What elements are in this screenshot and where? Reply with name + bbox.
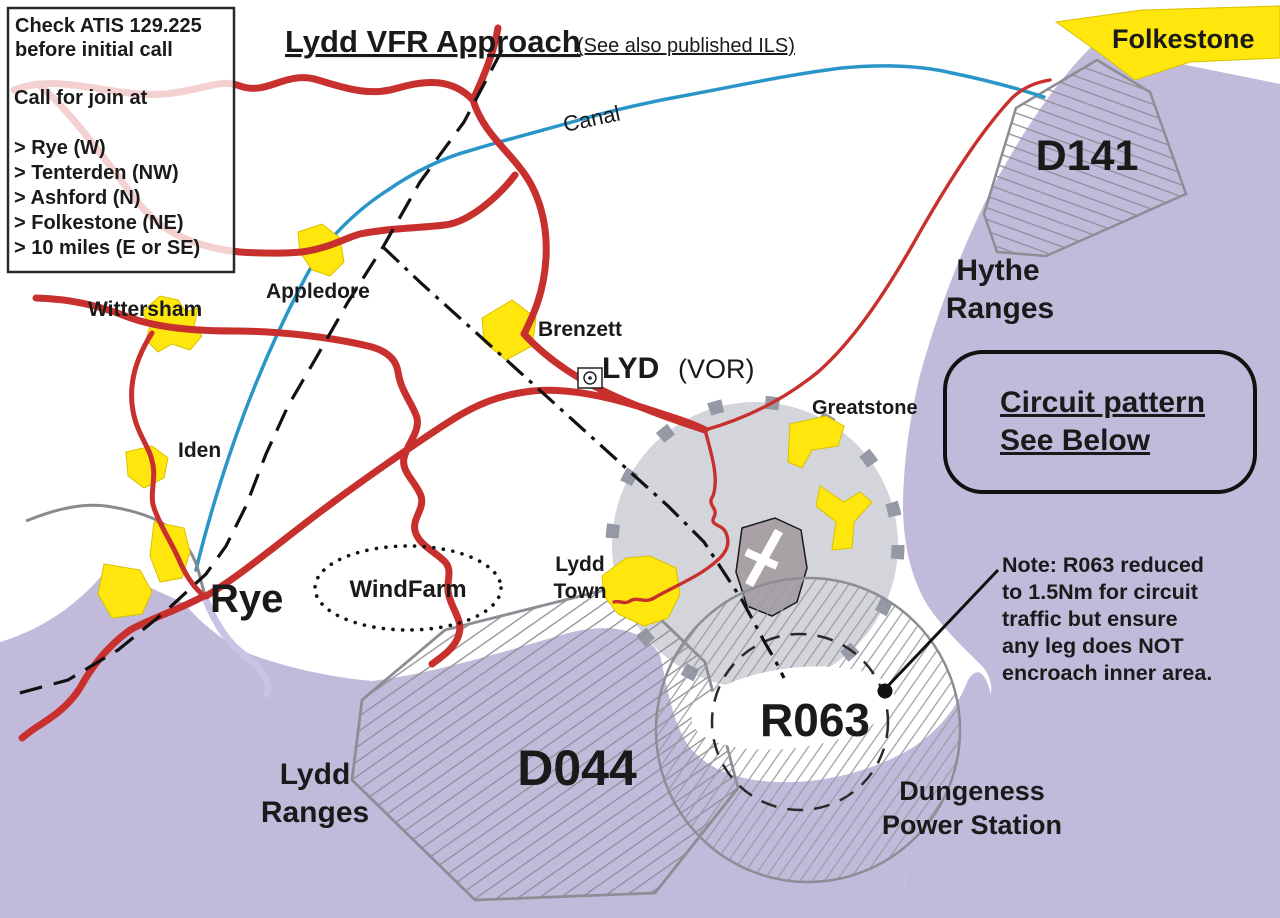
road-junction-to-brenzett [469, 96, 550, 338]
label-hythe-ranges-1: Hythe [956, 254, 1039, 287]
atis-line2: before initial call [15, 39, 173, 61]
label-folkestone: Folkestone [1112, 24, 1255, 54]
label-rye: Rye [210, 577, 283, 621]
label-wittersham: Wittersham [88, 298, 202, 321]
road-wittersham [32, 294, 464, 668]
railway-lines [15, 49, 786, 696]
road-iden [129, 330, 207, 599]
label-lydd-ranges-1: Lydd [280, 758, 351, 791]
folkestone-town-area [1054, 5, 1280, 81]
page-title: Lydd VFR Approach [285, 24, 581, 59]
main-roads [10, 24, 1052, 742]
note-line: encroach inner area. [1002, 661, 1212, 685]
join-point: > Folkestone (NE) [14, 212, 183, 234]
join-point: > Ashford (N) [14, 187, 140, 209]
road-to-lydd [652, 428, 730, 600]
danger-area-d141 [982, 58, 1188, 258]
note-pointer-line [884, 568, 1000, 690]
atis-line1: Check ATIS 129.225 [15, 15, 202, 37]
label-lydd-ranges-2: Ranges [261, 796, 369, 829]
road-rye-northeast [202, 386, 709, 600]
label-lydd-town-1: Lydd [555, 553, 604, 576]
inner-area-circle [710, 568, 1000, 812]
label-d141: D141 [1036, 132, 1139, 180]
sea-east [902, 46, 1280, 918]
town-greatstone-south [815, 485, 873, 551]
label-dungeness-2: Power Station [882, 810, 1062, 840]
label-vor: (VOR) [678, 354, 755, 384]
town-rye-south [97, 563, 153, 619]
label-lydd-town-2: Town [553, 580, 606, 603]
vor-symbol [577, 367, 603, 389]
label-canal: Canal [561, 100, 622, 136]
label-d044: D044 [517, 740, 637, 796]
circuit-pattern-line1: Circuit pattern [1000, 386, 1205, 419]
r063-note: Note: R063 reduced to 1.5Nm for circuit … [1002, 553, 1212, 685]
label-greatstone: Greatstone [812, 397, 918, 419]
note-line: any leg does NOT [1002, 634, 1184, 658]
atz-boundary-dashes [605, 395, 905, 695]
town-iden [125, 445, 169, 489]
reference-point-dot [877, 683, 893, 699]
road-lydd-spur [612, 596, 656, 605]
road-north-spur [469, 24, 502, 104]
join-point: > Tenterden (NW) [14, 162, 179, 184]
town-greatstone-north [787, 415, 845, 469]
call-heading: Call for join at [14, 87, 148, 109]
runway-cross [744, 548, 779, 570]
note-line: to 1.5Nm for circuit [1002, 580, 1198, 604]
canal-line [194, 64, 1046, 572]
label-dungeness-1: Dungeness [899, 776, 1045, 806]
town-lydd [601, 555, 681, 627]
atis-info-box: Check ATIS 129.225 before initial call C… [6, 6, 236, 274]
circuit-pattern-line2: See Below [1000, 424, 1151, 457]
label-brenzett: Brenzett [538, 318, 622, 341]
join-point: > Rye (W) [14, 137, 106, 159]
join-point: > 10 miles (E or SE) [14, 237, 200, 259]
river-rother [202, 596, 272, 698]
note-line: traffic but ensure [1002, 607, 1178, 631]
r063-label-background [691, 666, 895, 750]
label-windfarm: WindFarm [349, 576, 466, 603]
note-line: Note: R063 reduced [1002, 553, 1204, 577]
label-r063: R063 [760, 694, 870, 746]
page-subtitle: (See also published ILS) [577, 35, 795, 57]
label-iden: Iden [178, 439, 221, 462]
railway-main [15, 49, 504, 696]
windfarm-boundary [313, 544, 503, 632]
label-hythe-ranges-2: Ranges [946, 292, 1054, 325]
road-coast-folkestone [703, 78, 1052, 432]
label-appledore: Appledore [266, 280, 370, 303]
label-lyd: LYD [602, 352, 659, 385]
circuit-pattern-box: Circuit pattern See Below [943, 350, 1257, 494]
railway-lydd-branch [381, 245, 786, 679]
